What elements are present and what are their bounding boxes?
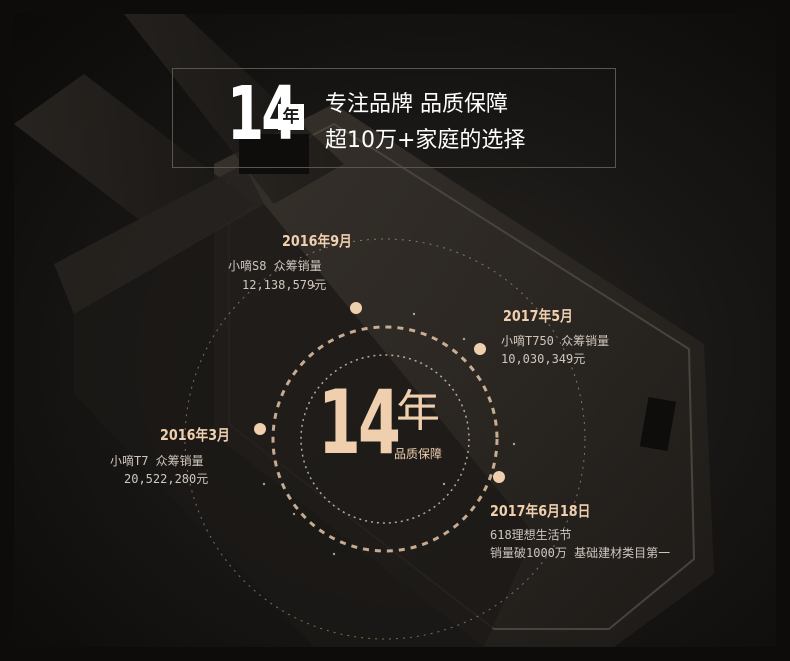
header-years-unit: 年 — [278, 104, 304, 130]
milestone-date: 2016年9月 — [282, 232, 352, 250]
milestone-dot — [493, 471, 505, 483]
milestone-line1: 小嘀T750 众筹销量 — [501, 334, 610, 348]
center-subtitle: 品质保障 — [394, 447, 443, 461]
header-box — [172, 68, 616, 168]
door-lock-background — [14, 14, 714, 647]
milestone-line2: 12,138,579元 — [242, 278, 327, 292]
milestone-line1: 小嘀T7 众筹销量 — [110, 454, 204, 468]
milestone-dot — [474, 343, 486, 355]
center-years-unit: 年 — [396, 386, 440, 437]
milestone-line2: 10,030,349元 — [501, 352, 586, 366]
milestone-date: 2017年5月 — [503, 307, 573, 325]
banner-frame — [14, 14, 776, 647]
milestone-line2: 20,522,280元 — [124, 472, 209, 486]
header-tagline-1: 专注品牌 品质保障 — [325, 92, 508, 117]
milestone-line1: 小嘀S8 众筹销量 — [228, 259, 322, 273]
header-tagline-2: 超10万+家庭的选择 — [325, 128, 526, 153]
milestone-date: 2016年3月 — [160, 426, 230, 444]
milestone-dot — [350, 302, 362, 314]
milestone-dot — [254, 423, 266, 435]
milestone-line1: 618理想生活节 — [490, 528, 572, 542]
milestone-date: 2017年6月18日 — [490, 502, 591, 520]
center-years-number: 14 — [318, 371, 401, 474]
milestone-line2: 销量破1000万 基础建材类目第一 — [490, 546, 671, 560]
